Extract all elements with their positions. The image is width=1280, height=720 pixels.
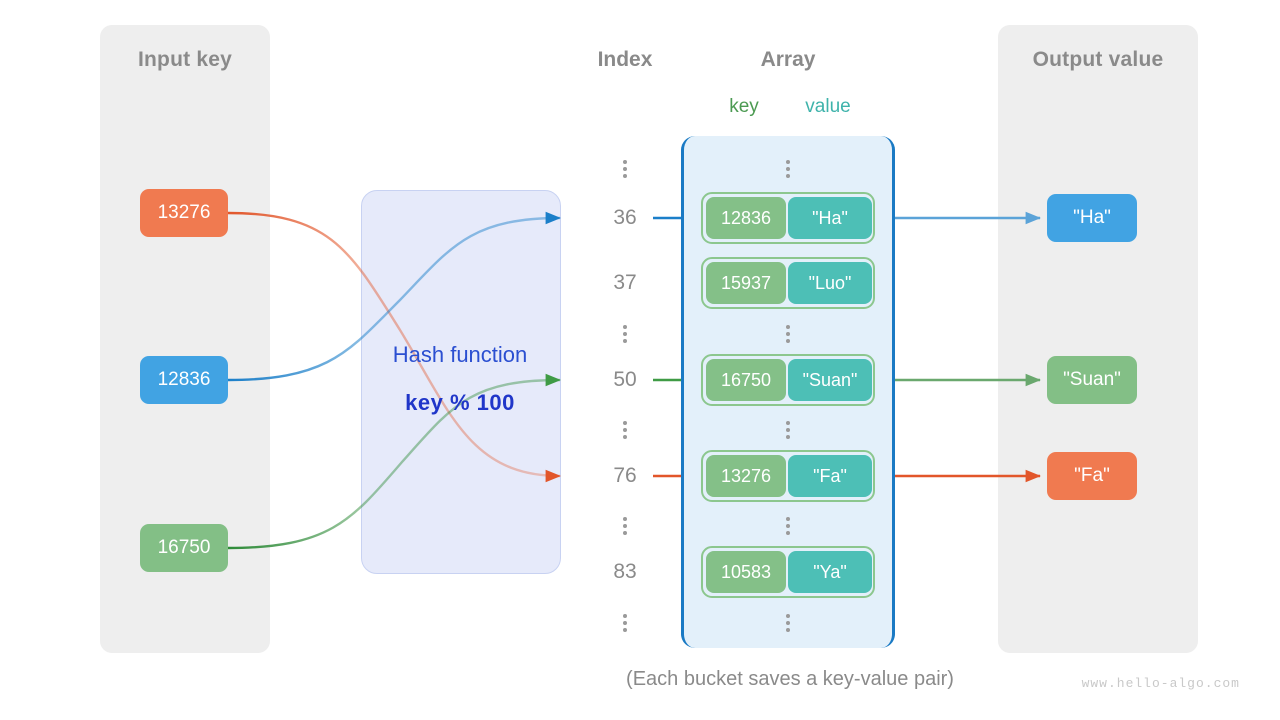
hash-function-label: Hash function <box>392 342 528 367</box>
bucket-key: 15937 <box>706 262 786 304</box>
output-value-ha[interactable]: "Ha" <box>1047 194 1137 242</box>
bucket-value: "Suan" <box>788 359 872 401</box>
diagram-caption: (Each bucket saves a key-value pair) <box>626 668 954 690</box>
array-ellipsis-2 <box>783 418 793 442</box>
input-key-12836[interactable]: 12836 <box>140 356 228 404</box>
input-key-16750[interactable]: 16750 <box>140 524 228 572</box>
array-column-header: Array <box>760 48 816 71</box>
output-value-panel <box>998 25 1198 653</box>
output-value-fa[interactable]: "Fa" <box>1047 452 1137 500</box>
bucket-50[interactable]: 16750 "Suan" <box>701 354 875 406</box>
bucket-value: "Ha" <box>788 197 872 239</box>
index-ellipsis-top <box>620 157 630 181</box>
array-ellipsis-3 <box>783 514 793 538</box>
input-key-panel-title: Input key <box>138 48 232 71</box>
index-label-50: 50 <box>613 368 637 391</box>
bucket-76[interactable]: 13276 "Fa" <box>701 450 875 502</box>
bucket-key: 16750 <box>706 359 786 401</box>
index-label-37: 37 <box>613 271 637 294</box>
array-ellipsis-bottom <box>783 611 793 635</box>
bucket-37[interactable]: 15937 "Luo" <box>701 257 875 309</box>
index-label-36: 36 <box>613 206 637 229</box>
index-ellipsis-2 <box>620 418 630 442</box>
index-label-76: 76 <box>613 464 637 487</box>
input-key-13276[interactable]: 13276 <box>140 189 228 237</box>
bucket-key: 12836 <box>706 197 786 239</box>
watermark: www.hello-algo.com <box>1081 676 1240 691</box>
output-value-panel-title: Output value <box>1032 48 1164 71</box>
value-sub-header: value <box>805 96 851 117</box>
hash-function-formula: key % 100 <box>405 390 515 415</box>
bucket-key: 10583 <box>706 551 786 593</box>
output-value-suan[interactable]: "Suan" <box>1047 356 1137 404</box>
bucket-key: 13276 <box>706 455 786 497</box>
array-ellipsis-top <box>783 157 793 181</box>
index-ellipsis-3 <box>620 514 630 538</box>
index-ellipsis-bottom <box>620 611 630 635</box>
index-column-header: Index <box>597 48 653 71</box>
bucket-value: "Ya" <box>788 551 872 593</box>
array-ellipsis-1 <box>783 322 793 346</box>
key-sub-header: key <box>729 96 759 117</box>
index-ellipsis-1 <box>620 322 630 346</box>
index-label-83: 83 <box>613 560 637 583</box>
bucket-value: "Luo" <box>788 262 872 304</box>
bucket-83[interactable]: 10583 "Ya" <box>701 546 875 598</box>
bucket-36[interactable]: 12836 "Ha" <box>701 192 875 244</box>
bucket-value: "Fa" <box>788 455 872 497</box>
